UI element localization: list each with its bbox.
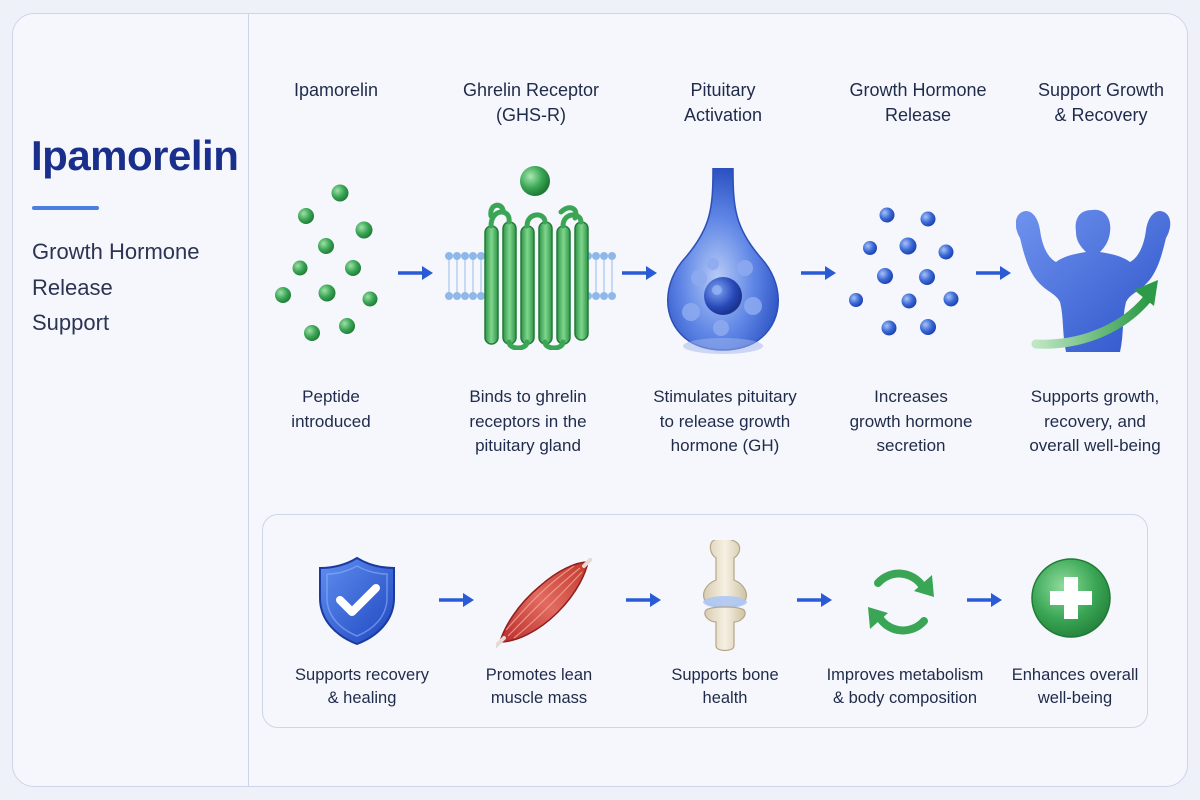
step-desc-line: secretion <box>876 436 946 455</box>
step-desc-support-growth: Supports growth, recovery, and overall w… <box>1029 385 1160 459</box>
step-title-pituitary: Pituitary Activation <box>684 78 762 128</box>
step-title-line: Ipamorelin <box>293 80 379 100</box>
benefit-label-line: well-being <box>1037 689 1113 707</box>
green-molecules-icon <box>275 184 378 341</box>
benefit-label-line: Supports recovery <box>295 666 429 684</box>
cycle-arrows-icon <box>868 569 934 635</box>
step-title-line: Ghrelin Receptor <box>462 80 600 100</box>
subtitle-line: Support <box>32 310 110 335</box>
benefit-label-line: Improves metabolism <box>826 666 984 684</box>
step-desc-line: introduced <box>291 411 371 431</box>
step-title-line: Pituitary <box>690 80 756 100</box>
step-desc-line: to release growth <box>659 411 791 431</box>
step-desc-line: growth hormone <box>849 411 973 431</box>
benefit-label-line: Promotes lean <box>485 666 593 684</box>
step-title-line: Support Growth <box>1037 80 1165 100</box>
benefit-label-line: Supports bone <box>671 666 779 684</box>
step-title-ghrelin-receptor: Ghrelin Receptor (GHS-R) <box>463 78 599 128</box>
step-desc-line: recovery, and <box>1044 411 1146 431</box>
step-title-line: & Recovery <box>1054 105 1148 125</box>
subtitle-line: Growth Hormone <box>32 239 200 264</box>
step-desc-pituitary: Stimulates pituitary to release growth h… <box>653 385 797 459</box>
step-desc-line: Supports growth, <box>1030 387 1160 406</box>
page-title: Ipamorelin <box>31 132 239 179</box>
bone-joint-icon <box>703 540 747 652</box>
benefit-label-line: & healing <box>327 689 397 707</box>
step-desc-line: Binds to ghrelin <box>469 387 587 406</box>
step-title-support-growth: Support Growth & Recovery <box>1038 78 1164 128</box>
blue-molecules-icon <box>849 207 959 336</box>
step-desc-line: overall well-being <box>1029 436 1161 455</box>
flow-arrow-icon <box>626 593 661 607</box>
flow-arrow-icon <box>967 593 1002 607</box>
step-desc-line: hormone (GH) <box>670 436 780 455</box>
benefit-label-line: & body composition <box>833 689 977 707</box>
step-desc-line: receptors in the <box>469 411 587 431</box>
step-title-ipamorelin: Ipamorelin <box>294 78 378 103</box>
page-subtitle: Growth Hormone Release Support <box>32 234 200 341</box>
main-card: Ipamorelin Growth Hormone Release Suppor… <box>12 13 1188 787</box>
flow-arrow-icon <box>976 266 1011 280</box>
step-desc-gh-release: Increases growth hormone secretion <box>850 385 973 459</box>
benefit-metabolism-label: Improves metabolism & body composition <box>827 664 984 710</box>
flow-arrow-icon <box>801 266 836 280</box>
step-desc-line: Peptide <box>302 387 360 406</box>
benefit-wellbeing-label: Enhances overall well-being <box>1012 664 1139 710</box>
step-title-line: Release <box>884 105 952 125</box>
flow-arrow-icon <box>398 266 433 280</box>
sidebar: Ipamorelin Growth Hormone Release Suppor… <box>13 14 249 786</box>
step-desc-line: Increases <box>874 387 948 406</box>
step-title-line: Growth Hormone <box>849 80 987 100</box>
step-title-line: Activation <box>683 105 763 125</box>
step-title-gh-release: Growth Hormone Release <box>849 78 986 128</box>
plus-circle-icon <box>1031 558 1111 638</box>
flow-arrow-icon <box>439 593 474 607</box>
benefit-bone-label: Supports bone health <box>671 664 778 710</box>
shield-check-icon <box>319 556 395 646</box>
muscular-body-icon <box>1016 209 1171 352</box>
benefit-label-line: Enhances overall <box>1011 666 1139 684</box>
benefits-panel <box>262 514 1148 728</box>
receptor-icon <box>445 166 616 350</box>
subtitle-line: Release <box>32 274 113 300</box>
benefit-muscle-label: Promotes lean muscle mass <box>486 664 592 710</box>
flow-arrow-icon <box>622 266 657 280</box>
step-desc-ghrelin-receptor: Binds to ghrelin receptors in the pituit… <box>469 385 586 459</box>
benefit-recovery-label: Supports recovery & healing <box>295 664 429 710</box>
benefit-label-line: health <box>702 689 748 707</box>
pituitary-gland-icon <box>667 168 779 354</box>
flow-arrow-icon <box>797 593 832 607</box>
muscle-icon <box>496 558 592 648</box>
step-desc-line: pituitary gland <box>475 436 581 455</box>
benefit-label-line: muscle mass <box>490 689 588 707</box>
step-title-line: (GHS-R) <box>495 105 566 125</box>
step-desc-line: Stimulates pituitary <box>653 387 797 406</box>
title-accent-bar <box>32 206 99 210</box>
step-desc-ipamorelin: Peptide introduced <box>291 385 370 434</box>
